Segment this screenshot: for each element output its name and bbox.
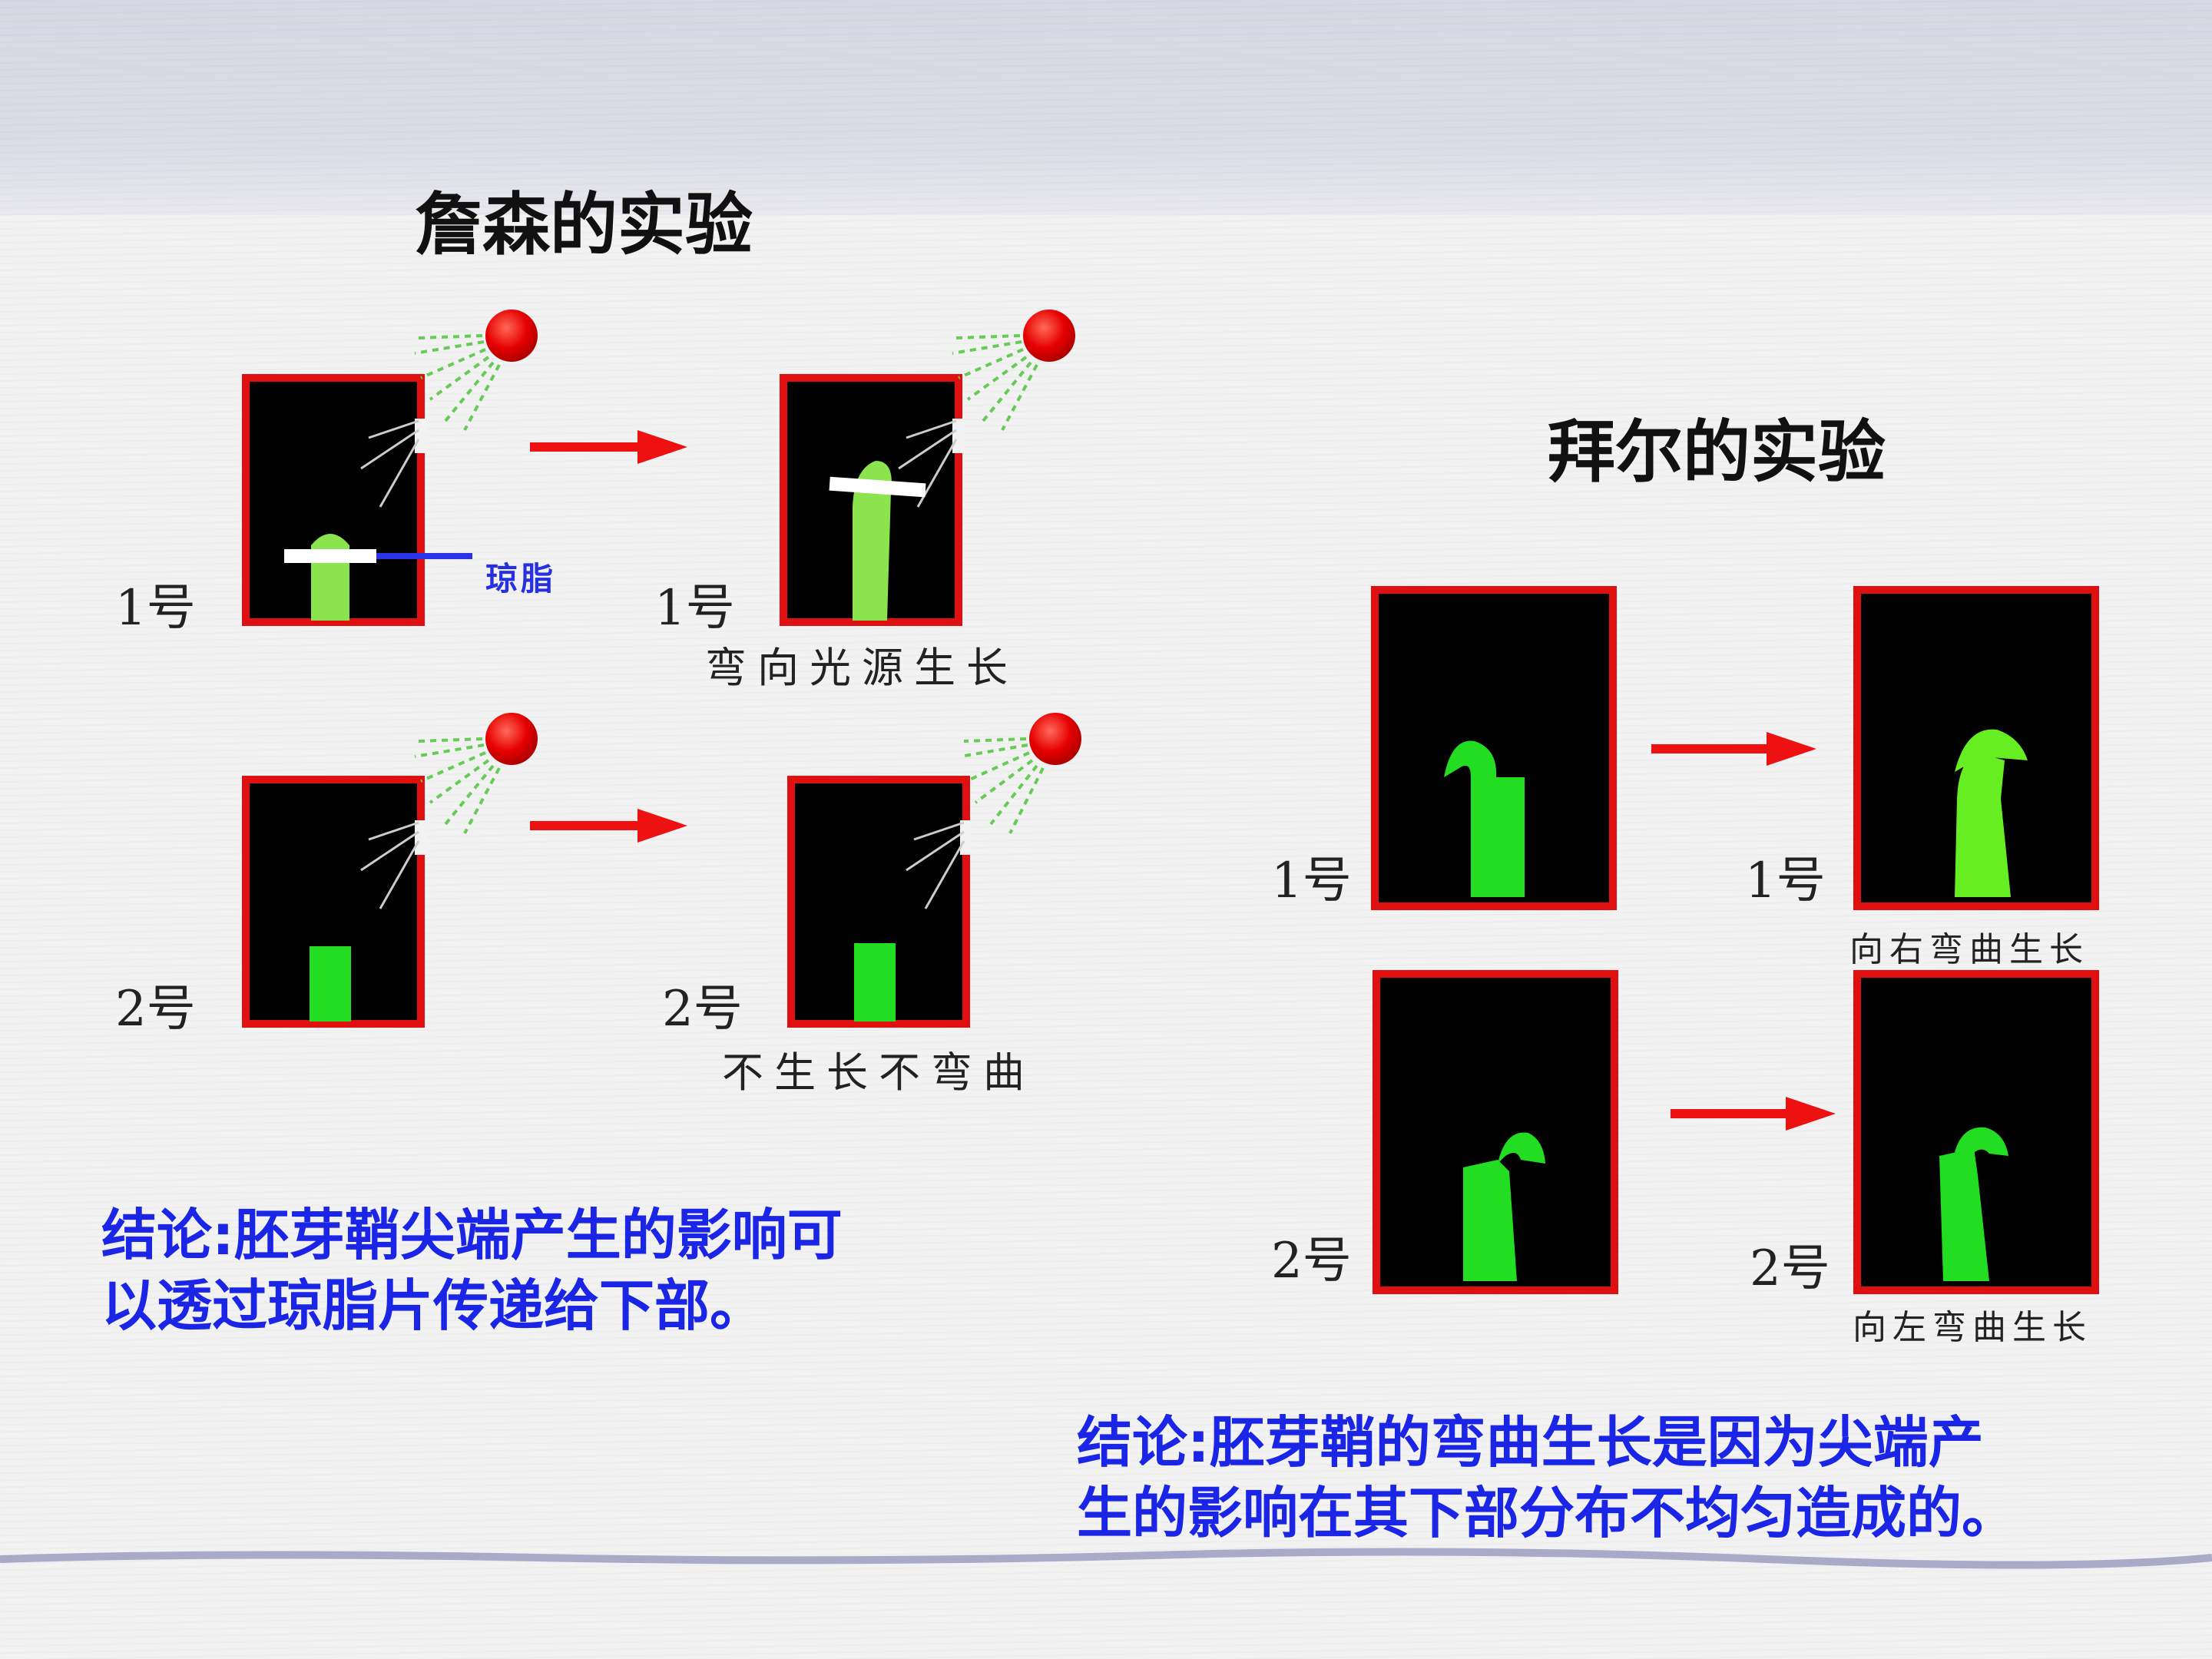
jensen-result-1: 弯向光源生长	[705, 644, 1018, 692]
paal-conclusion-line-2: 生的影响在其下部分布不均匀造成的。	[1077, 1481, 2018, 1545]
jensen-label-1-before: 1号	[115, 580, 196, 637]
jensen-conclusion: 结论:胚芽鞘尖端产生的影响可 以透过琼脂片传递给下部。	[101, 1200, 843, 1341]
light-source-1	[414, 310, 538, 431]
paal-box-2-before	[1373, 970, 1618, 1294]
jensen-box-1-after	[780, 374, 965, 626]
paal-title: 拜尔的实验	[1548, 412, 1886, 492]
jensen-box-2-before	[242, 776, 427, 1028]
arrow-jensen-1	[530, 430, 687, 464]
paal-box-2-after	[1853, 970, 2099, 1294]
jensen-box-2-after	[787, 776, 972, 1028]
light-source-4	[959, 713, 1081, 834]
jensen-title: 詹森的实验	[415, 185, 753, 264]
jensen-label-1-after: 1号	[654, 580, 735, 637]
jensen-conclusion-line-2: 以透过琼脂片传递给下部。	[101, 1273, 766, 1338]
paal-label-1-after: 1号	[1745, 853, 1826, 909]
bottom-decor-line	[0, 1548, 2212, 1569]
paal-box-1-after	[1853, 586, 2099, 910]
paal-label-2-after: 2号	[1750, 1240, 1830, 1297]
paal-label-1-before: 1号	[1271, 853, 1352, 909]
jensen-conclusion-line-1: 结论:胚芽鞘尖端产生的影响可	[101, 1203, 843, 1267]
light-source-3	[414, 713, 538, 834]
jensen-result-2: 不生长不弯曲	[722, 1048, 1035, 1097]
light-source-2	[952, 310, 1075, 431]
paal-result-1: 向右弯曲生长	[1849, 930, 2089, 969]
paal-box-1-before	[1371, 586, 1617, 910]
arrow-paal-2	[1671, 1097, 1836, 1131]
header-band	[0, 0, 2212, 215]
paal-result-2: 向左弯曲生长	[1853, 1308, 2092, 1347]
agar-label: 琼脂	[485, 560, 557, 598]
arrow-paal-1	[1651, 732, 1816, 766]
jensen-box-1-before	[242, 374, 472, 626]
paal-conclusion: 结论:胚芽鞘的弯曲生长是因为尖端产 生的影响在其下部分布不均匀造成的。	[1077, 1407, 2017, 1548]
jensen-label-2-after: 2号	[662, 981, 743, 1038]
arrow-jensen-2	[530, 809, 687, 843]
paal-conclusion-line-1: 结论:胚芽鞘的弯曲生长是因为尖端产	[1077, 1410, 1984, 1475]
paal-label-2-before: 2号	[1271, 1233, 1352, 1290]
jensen-label-2-before: 2号	[115, 981, 196, 1038]
